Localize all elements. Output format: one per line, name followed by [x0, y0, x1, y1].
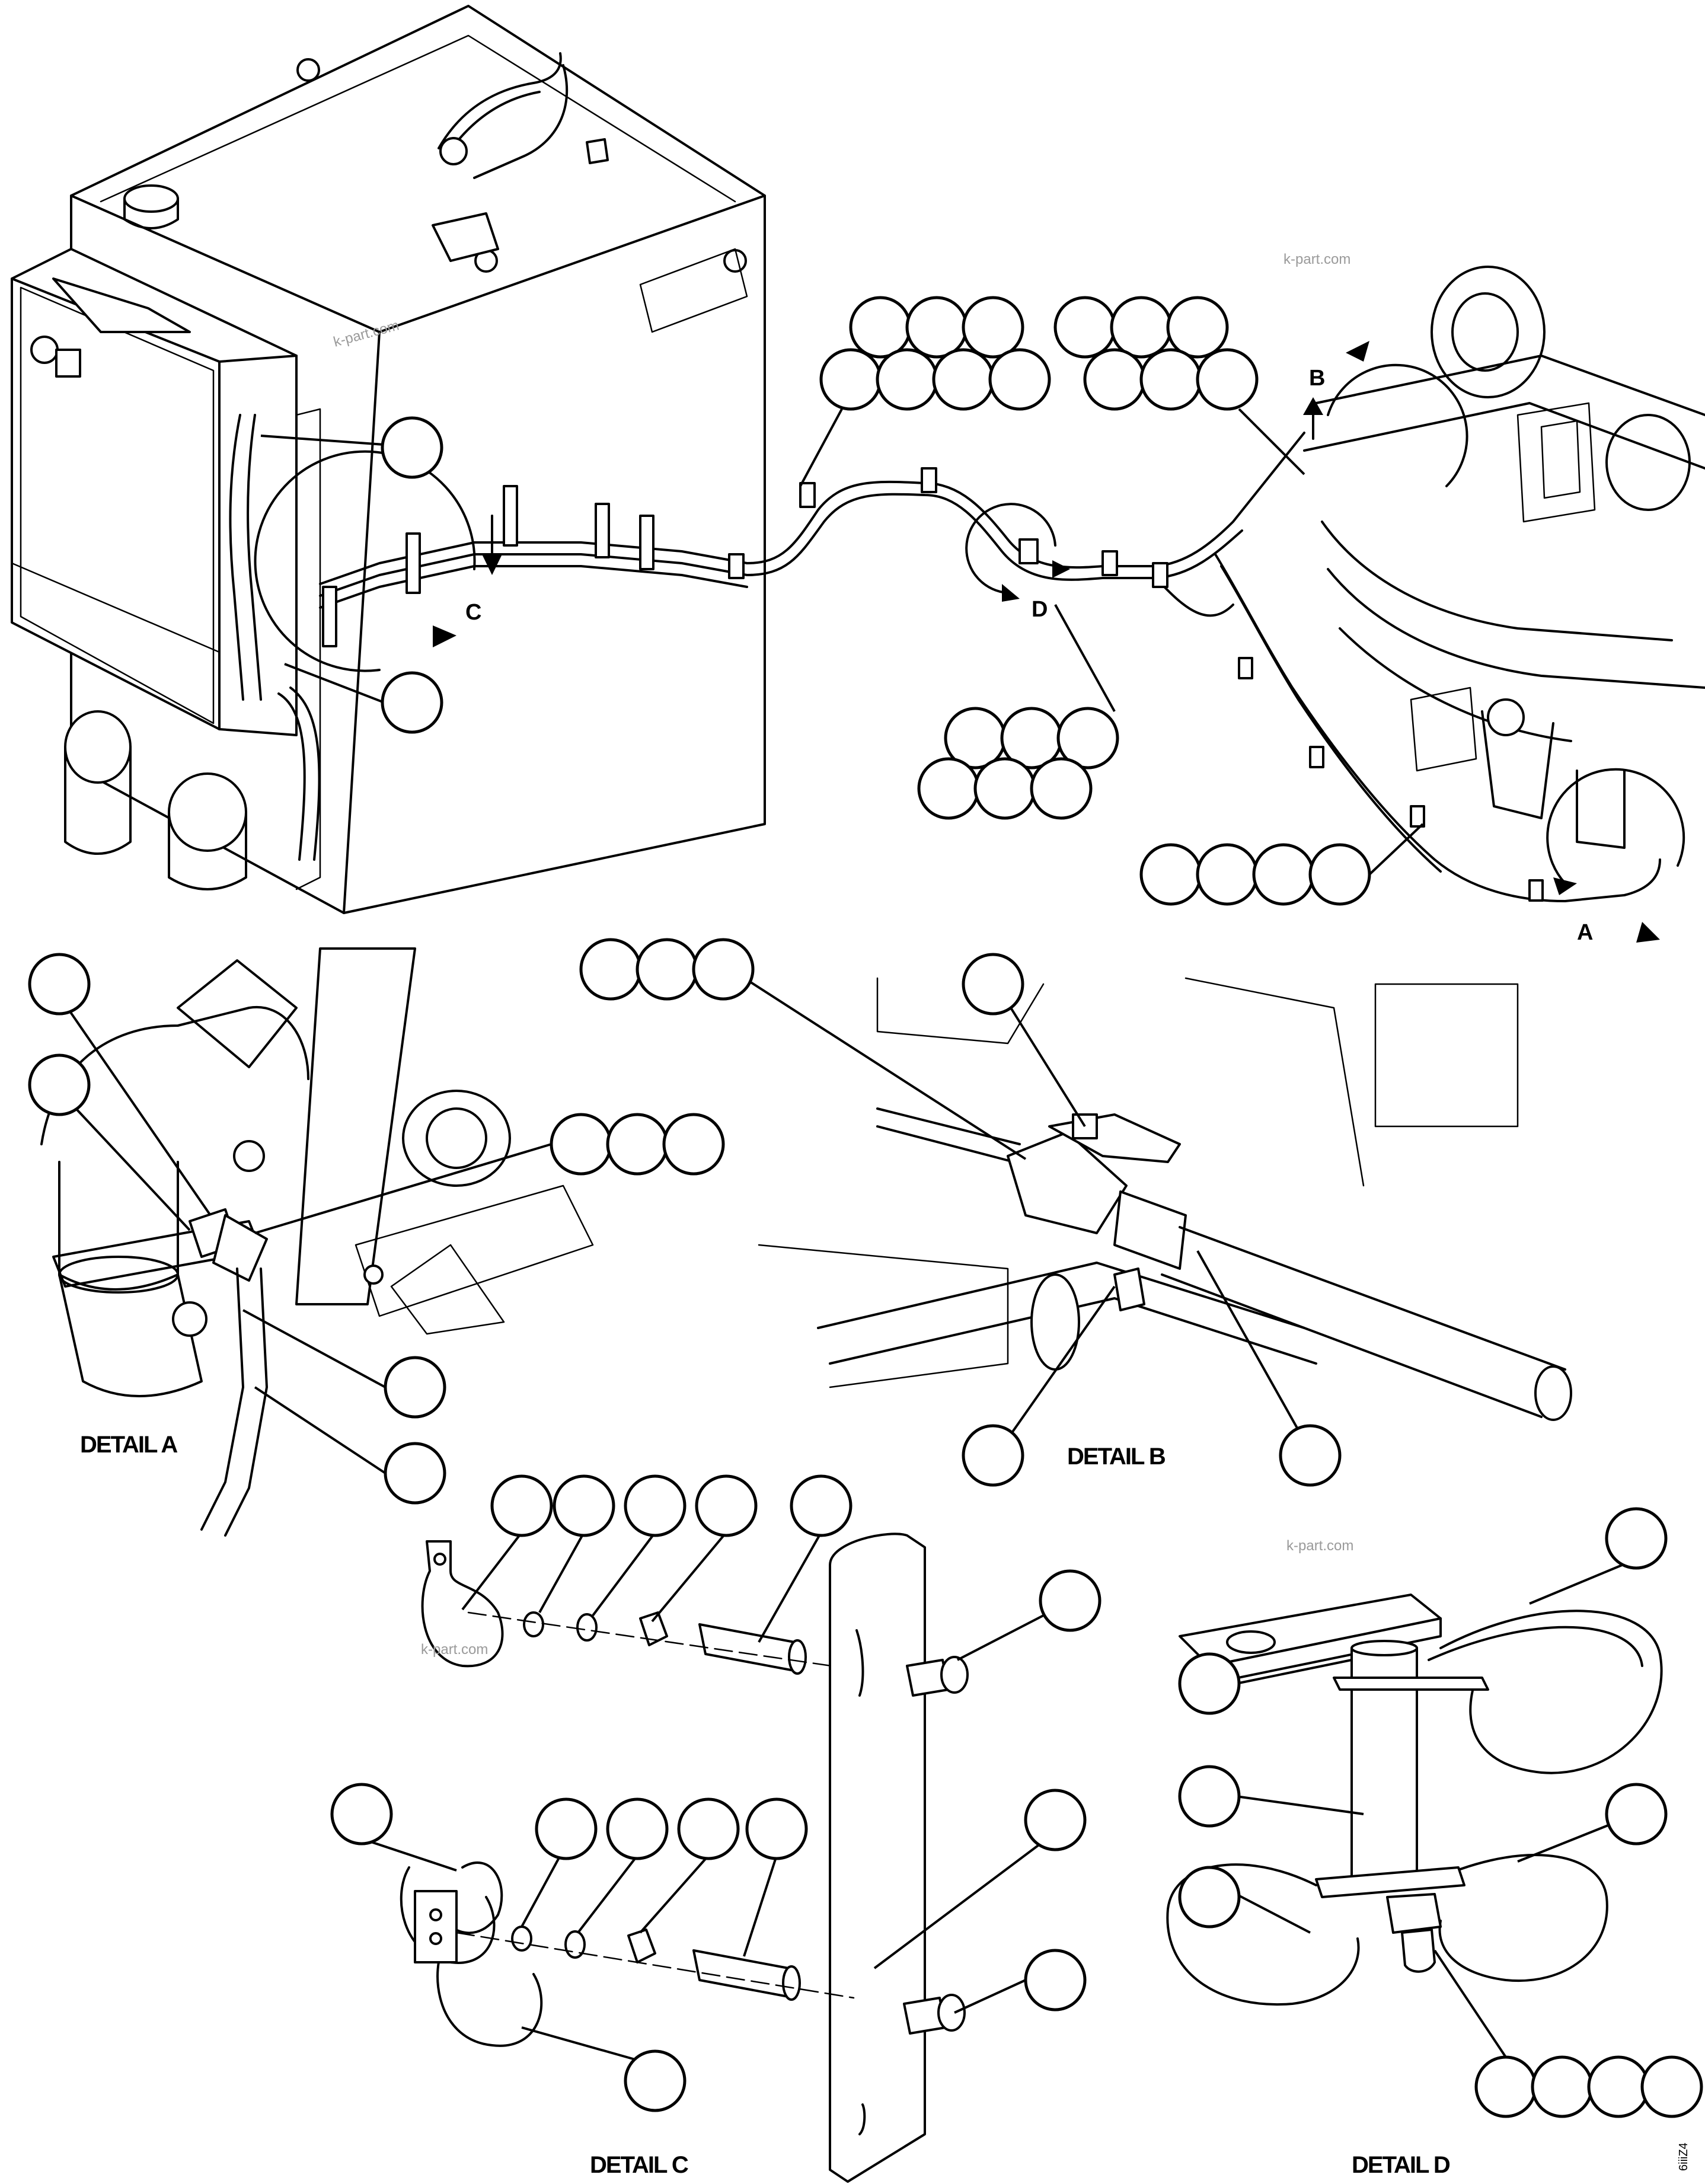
view-markers: C D B A	[254, 341, 1685, 945]
watermark-4: k-part.com	[1286, 1538, 1353, 1554]
control-box	[11, 248, 321, 890]
watermark-3: k-part.com	[421, 1642, 488, 1658]
callout-leaders	[58, 408, 1637, 2061]
view-letter-b: B	[1309, 366, 1325, 391]
detail-d-drawing	[1166, 1594, 1663, 2006]
detail-a-drawing	[40, 947, 594, 1537]
fuel-line-routing	[319, 432, 1661, 902]
detail-b-drawing	[758, 977, 1572, 1421]
caption-detail-d: DETAIL D	[1352, 2152, 1450, 2178]
watermark-1: k-part.com	[332, 317, 401, 350]
view-letter-c: C	[465, 600, 481, 625]
caption-detail-a: DETAIL A	[80, 1432, 177, 1458]
caption-detail-b: DETAIL B	[1067, 1444, 1166, 1470]
detail-c-drawing	[400, 1532, 969, 2183]
drawing-code: 6iiiZ4	[1677, 2143, 1690, 2171]
engine-assembly	[1303, 266, 1705, 849]
view-letter-d: D	[1032, 597, 1048, 622]
view-letter-a: A	[1577, 920, 1593, 945]
fuel-tank-assembly	[70, 5, 766, 914]
caption-detail-c: DETAIL C	[590, 2152, 688, 2178]
callout-bubbles	[28, 296, 1703, 2118]
watermark-2: k-part.com	[1283, 251, 1350, 267]
